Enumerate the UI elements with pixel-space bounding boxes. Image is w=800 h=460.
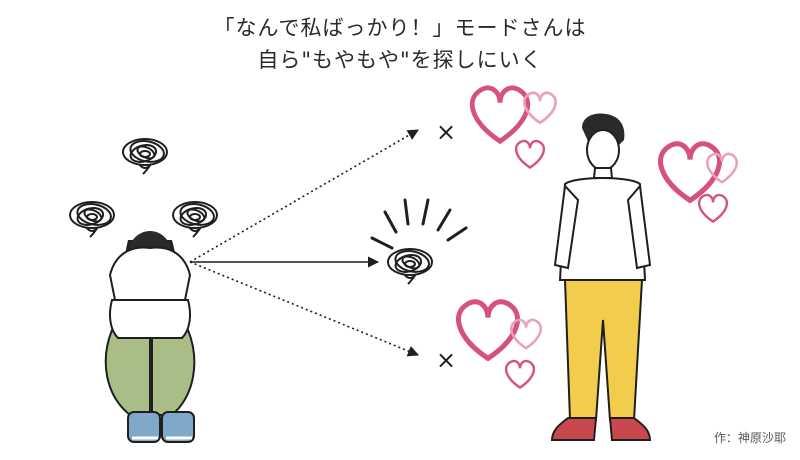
arrow-icon bbox=[189, 261, 420, 357]
cross-mark-top: × bbox=[436, 118, 456, 146]
cross-mark-bottom: × bbox=[436, 346, 456, 374]
page-title: 「なんで私ばっかり！」モードさんは 自ら"もやもや"を探しにいく bbox=[0, 12, 800, 76]
scribble-icon bbox=[69, 200, 115, 238]
heart-icon bbox=[697, 193, 729, 223]
heart-icon bbox=[504, 359, 536, 389]
heart-icon bbox=[472, 88, 528, 141]
heart-icon bbox=[514, 139, 546, 169]
author-credit: 作：神原沙耶 bbox=[713, 431, 786, 445]
man-figure bbox=[550, 113, 652, 441]
scribble-icon bbox=[172, 200, 218, 238]
title-line-2: 自ら"もやもや"を探しにいく bbox=[257, 48, 543, 72]
burst-icon bbox=[370, 198, 468, 250]
title-line-1: 「なんで私ばっかり！」モードさんは bbox=[213, 16, 587, 40]
woman-figure bbox=[104, 231, 196, 443]
scribble-icon bbox=[122, 137, 168, 175]
arrow-icon bbox=[189, 129, 419, 263]
heart-icon bbox=[458, 302, 517, 359]
scribble-icon bbox=[387, 247, 433, 285]
